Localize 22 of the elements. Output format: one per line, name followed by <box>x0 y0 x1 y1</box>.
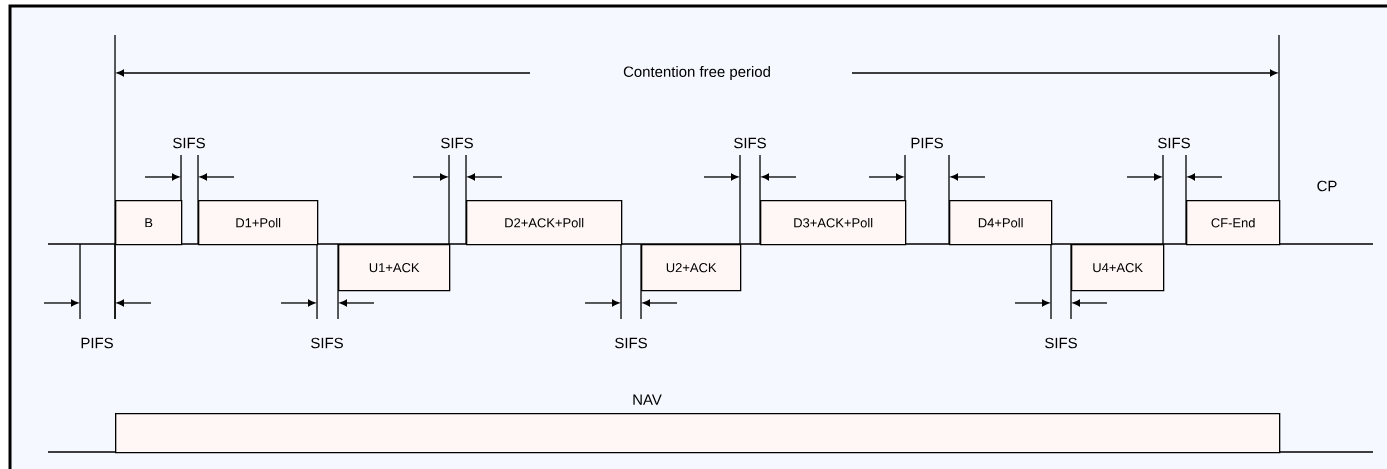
frame-box: B <box>115 200 183 246</box>
frame-box: D1+Poll <box>198 200 319 246</box>
frame-box: D3+ACK+Poll <box>760 200 907 246</box>
interval-label: PIFS <box>81 337 113 349</box>
interval-label: SIFS <box>441 137 473 149</box>
frame-box: U1+ACK <box>338 244 451 292</box>
frame-box: CF-End <box>1186 200 1281 246</box>
interval-label: SIFS <box>615 337 647 349</box>
interval-label: SIFS <box>173 137 205 149</box>
nav-bar: NAV <box>115 394 1281 454</box>
frame-box: U2+ACK <box>641 244 742 292</box>
period-label: Contention free period <box>623 66 770 80</box>
node-label: NAV <box>633 394 662 405</box>
interval-label: SIFS <box>734 137 766 149</box>
frame-box: D4+Poll <box>949 200 1053 246</box>
frame-box: D2+ACK+Poll <box>466 200 623 246</box>
interval-label: SIFS <box>311 337 343 349</box>
interval-label: PIFS <box>911 137 943 149</box>
interval-label: SIFS <box>1045 337 1077 349</box>
interval-label: SIFS <box>1158 137 1190 149</box>
interval-label: CP <box>1317 180 1337 192</box>
frame-box: U4+ACK <box>1071 244 1165 292</box>
